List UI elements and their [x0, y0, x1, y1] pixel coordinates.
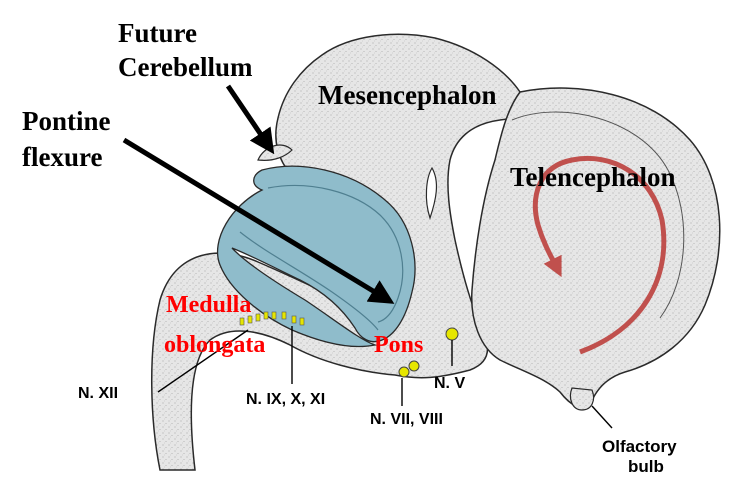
label-n-ix-x-xi: N. IX, X, XI: [246, 391, 325, 408]
nerve-vii-root: [398, 366, 410, 378]
label-olfactory: Olfactory: [602, 437, 677, 456]
leader-olfactory: [591, 405, 613, 429]
olfactory-bulb: [569, 387, 595, 411]
nerve-rootlets-medulla: [239, 311, 305, 326]
label-flexure: flexure: [22, 142, 102, 172]
label-n-xii: N. XII: [78, 385, 118, 402]
label-oblongata: oblongata: [164, 332, 265, 358]
diencephalon-notch: [425, 166, 438, 220]
label-n-vii-viii: N. VII, VIII: [370, 411, 443, 428]
label-future: Future: [118, 18, 197, 48]
nerve-viii-root: [408, 360, 420, 372]
telencephalon-inner-contour: [511, 111, 685, 319]
ventricle-inner-wall: [267, 185, 404, 323]
telencephalon-hemisphere: [471, 87, 721, 409]
arrow-pontine-flexure: [122, 137, 395, 304]
leader-n-xii: [157, 329, 249, 393]
label-medulla: Medulla: [166, 292, 251, 318]
telencephalon-rotation-arrow: [532, 156, 667, 355]
label-n-v: N. V: [434, 375, 465, 392]
label-mesencephalon: Mesencephalon: [318, 80, 497, 110]
ventricle-inner-wall-2: [239, 231, 379, 331]
label-cerebellum: Cerebellum: [118, 52, 253, 82]
label-pons: Pons: [374, 332, 423, 358]
arrow-future-cerebellum: [225, 84, 275, 155]
label-pontine: Pontine: [22, 106, 111, 136]
nerve-v-root: [445, 327, 459, 341]
label-telencephalon: Telencephalon: [510, 162, 676, 192]
label-bulb: bulb: [628, 457, 664, 476]
